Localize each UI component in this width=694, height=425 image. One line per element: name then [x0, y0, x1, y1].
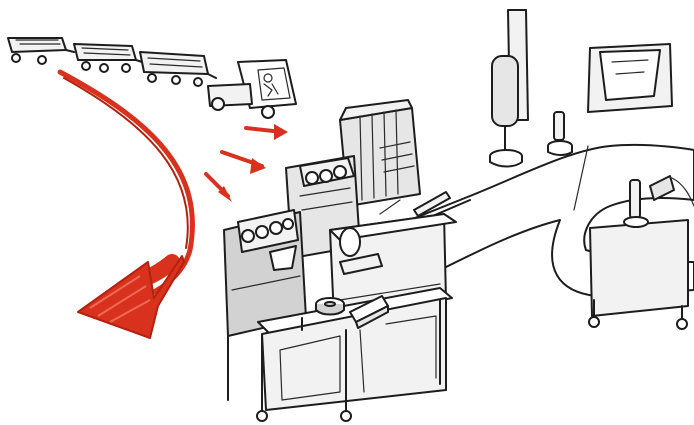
signal-tower	[490, 10, 528, 167]
reel-part	[316, 298, 344, 315]
truck-icon	[8, 38, 216, 86]
forklift-icon	[208, 60, 296, 118]
curved-arrow-icon	[60, 72, 192, 338]
feed-arrows	[206, 124, 288, 202]
hopper-machine	[588, 44, 672, 112]
sensor-post	[548, 112, 572, 155]
